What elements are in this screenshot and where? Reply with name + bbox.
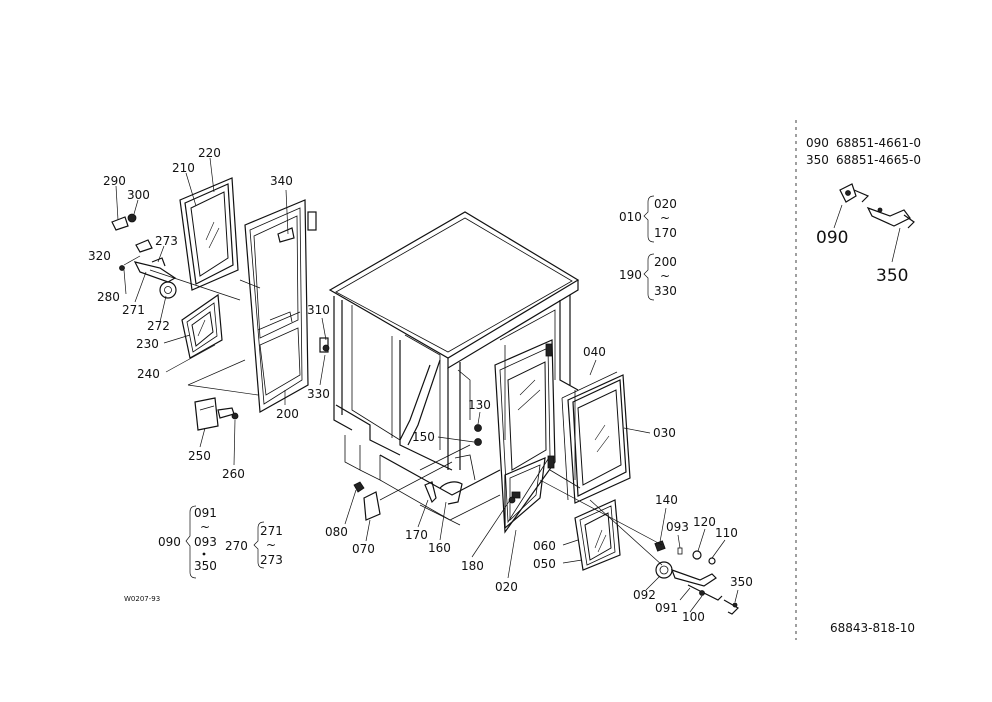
callout-130: 130: [468, 398, 491, 412]
bracket-250: [187, 359, 259, 431]
callout-020: 020: [495, 580, 518, 594]
window-210: [179, 177, 239, 291]
callout-340: 340: [270, 174, 293, 188]
image-code: W0207-93: [124, 595, 160, 603]
group-190-sep: ~: [660, 269, 670, 283]
rear-window-030: [561, 371, 631, 504]
callout-120: 120: [693, 515, 716, 529]
lower-window-050: [574, 499, 621, 571]
group-190-to: 330: [654, 284, 677, 298]
inset-label-090: 090: [816, 228, 848, 248]
leader-lines: [115, 157, 739, 613]
callout-140: 140: [655, 493, 678, 507]
group-010-from: 020: [654, 197, 677, 211]
callout-040: 040: [583, 345, 606, 359]
door-020: [494, 339, 556, 534]
cab-body: [328, 211, 581, 526]
callout-150: 150: [412, 430, 435, 444]
callout-160: 160: [428, 541, 451, 555]
callout-280: 280: [97, 290, 120, 304]
callout-290: 290: [103, 174, 126, 188]
callout-093: 093: [666, 520, 689, 534]
callout-272: 272: [147, 319, 170, 333]
group-090-item-1: 091: [194, 506, 217, 520]
callout-230: 230: [136, 337, 159, 351]
callout-260: 260: [222, 467, 245, 481]
middle-hardware: [353, 424, 482, 521]
inset-handle-sketch: [833, 183, 915, 263]
group-010-ref: 010: [619, 210, 642, 224]
callout-250: 250: [188, 449, 211, 463]
callout-070: 070: [352, 542, 375, 556]
callout-210: 210: [172, 161, 195, 175]
group-270-sep: ~: [266, 538, 276, 552]
callout-330: 330: [307, 387, 330, 401]
callout-030: 030: [653, 426, 676, 440]
group-010-to: 170: [654, 226, 677, 240]
group-090-item-2: ~: [200, 520, 210, 534]
group-270-ref: 270: [225, 539, 248, 553]
callout-080: 080: [325, 525, 348, 539]
group-brackets: [185, 195, 655, 579]
callout-092: 092: [633, 588, 656, 602]
callout-060: 060: [533, 539, 556, 553]
handle-assembly-left: [111, 213, 241, 301]
group-190-from: 200: [654, 255, 677, 269]
part-list-number-1: 68851-4661-0: [836, 136, 921, 150]
inset-label-350: 350: [876, 266, 908, 286]
callout-310: 310: [307, 303, 330, 317]
group-090-item-4: 350: [194, 559, 217, 573]
callout-240: 240: [137, 367, 160, 381]
door-200: [239, 199, 330, 413]
callout-300: 300: [127, 188, 150, 202]
group-190-ref: 190: [619, 268, 642, 282]
callout-050: 050: [533, 557, 556, 571]
part-list-number-2: 68851-4665-0: [836, 153, 921, 167]
group-090-item-3: 093: [194, 535, 217, 549]
callout-320: 320: [88, 249, 111, 263]
callout-273: 273: [155, 234, 178, 248]
callout-100: 100: [682, 610, 705, 624]
callout-170: 170: [405, 528, 428, 542]
part-list-ref-2: 350: [806, 153, 829, 167]
group-270-to: 273: [260, 553, 283, 567]
callout-091: 091: [655, 601, 678, 615]
diagram-code: 68843-818-10: [830, 621, 915, 635]
callout-110: 110: [715, 526, 738, 540]
group-010-sep: ~: [660, 211, 670, 225]
group-270-from: 271: [260, 524, 283, 538]
callout-271: 271: [122, 303, 145, 317]
group-090-dot: [202, 552, 206, 556]
window-230: [181, 293, 223, 359]
group-090-ref: 090: [158, 535, 181, 549]
callout-350: 350: [730, 575, 753, 589]
part-list-ref-1: 090: [806, 136, 829, 150]
callout-200: 200: [276, 407, 299, 421]
handle-assembly-right: [654, 540, 739, 615]
callout-180: 180: [461, 559, 484, 573]
callout-220: 220: [198, 146, 221, 160]
